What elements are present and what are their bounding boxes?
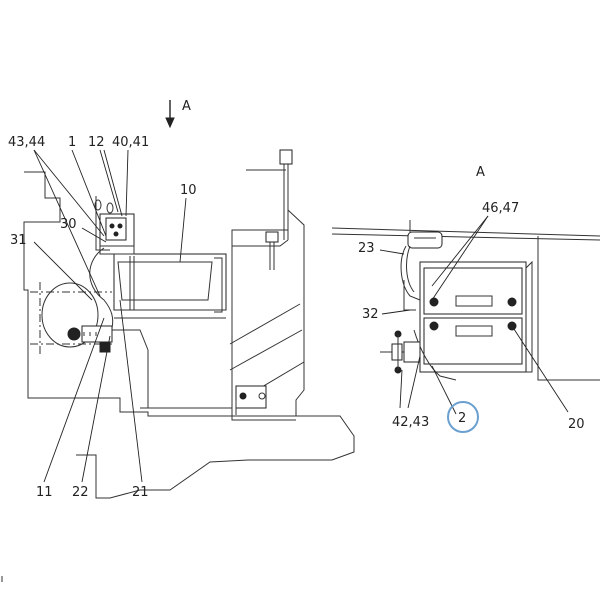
callout-10: 10 — [180, 183, 197, 198]
right-view — [331, 220, 600, 381]
tank-wall — [231, 208, 305, 416]
box-side — [525, 260, 533, 373]
right-knob — [380, 330, 421, 374]
callout-20: 20 — [568, 417, 585, 432]
callout-12: 12 — [88, 135, 105, 150]
knob-assembly — [67, 325, 113, 353]
top-plate-2 — [331, 233, 600, 241]
battery-lower — [423, 317, 523, 365]
callout-42-43: 42,43 — [392, 415, 429, 430]
right-frame — [537, 236, 600, 381]
rod-clamp — [279, 149, 293, 165]
inner-slope — [110, 329, 149, 351]
right-cable-3 — [413, 329, 457, 381]
callout-46-47: 46,47 — [482, 201, 519, 216]
switch-bolt-2 — [117, 223, 123, 229]
switch-body — [105, 217, 127, 241]
callout-40-41: 40,41 — [112, 135, 149, 150]
switch-bolt-1 — [109, 223, 115, 229]
upper-terminal-1 — [429, 297, 439, 307]
callout-31: 31 — [10, 233, 27, 248]
top-rod — [246, 152, 289, 240]
callout-22: 22 — [72, 485, 89, 500]
callout-32: 32 — [362, 307, 379, 322]
bracket-eye-2 — [106, 202, 114, 214]
lower-label-plate — [455, 325, 493, 337]
filler-cap — [407, 231, 443, 249]
frame-outline — [23, 171, 355, 499]
oval-cutout — [41, 282, 99, 348]
top-plate-1 — [331, 227, 600, 237]
callout-23: 23 — [358, 241, 375, 256]
view-a-title: A — [476, 165, 485, 180]
upper-label-plate — [455, 295, 493, 307]
tray-side — [214, 257, 223, 313]
tray-rails — [114, 309, 226, 319]
view-arrow-a — [165, 100, 175, 129]
callout-30: 30 — [60, 217, 77, 232]
tank-base — [231, 250, 296, 421]
mount-bolt-1 — [239, 392, 247, 400]
left-leaders — [33, 149, 187, 483]
battery-upper — [423, 267, 523, 315]
vent-cap — [265, 231, 279, 243]
view-arrow-label: A — [182, 99, 191, 114]
switch-bolt-3 — [113, 231, 119, 237]
right-cable-1 — [400, 245, 421, 301]
battery-inner — [117, 261, 213, 301]
hatch-1 — [229, 303, 301, 345]
mount-plate — [95, 196, 110, 251]
callout-2: 2 — [458, 411, 466, 426]
mount-bolt-2 — [258, 392, 266, 400]
tray-strap — [129, 256, 135, 310]
callout-11: 11 — [36, 485, 53, 500]
bracket-eye-1 — [94, 199, 102, 211]
highlight-circle — [447, 401, 479, 433]
hatch-2 — [229, 329, 303, 371]
cable-loop — [89, 247, 114, 329]
upper-terminal-2 — [507, 297, 517, 307]
callout-21: 21 — [132, 485, 149, 500]
battery-tray — [113, 253, 227, 311]
left-view — [23, 149, 355, 499]
lower-terminal-1 — [429, 321, 439, 331]
right-cable-2 — [406, 245, 415, 293]
callout-1: 1 — [68, 135, 76, 150]
bracket-32 — [403, 280, 416, 311]
rod-bend — [232, 239, 289, 247]
callout-43-44: 43,44 — [8, 135, 45, 150]
bottom-mount — [235, 385, 267, 409]
